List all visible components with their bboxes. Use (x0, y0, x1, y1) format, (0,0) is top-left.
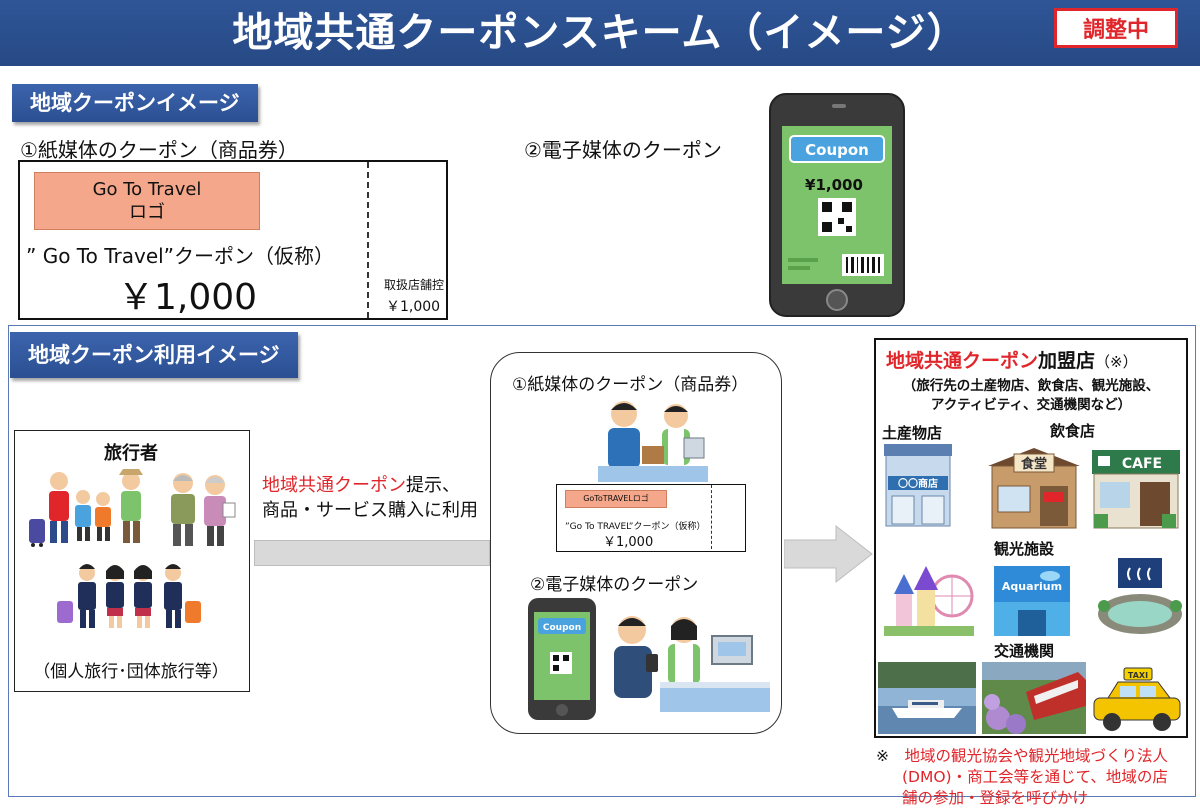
aquarium-icon: Aquarium (994, 566, 1070, 636)
title-banner (0, 0, 1200, 66)
status-badge: 調整中 (1054, 8, 1178, 48)
small-coupon-amount: ￥1,000 (603, 535, 654, 550)
phone-screen-amount: ¥1,000 (805, 176, 863, 194)
store-clerk-paper-illustration (598, 401, 708, 482)
hot-spring-icon (1098, 558, 1182, 634)
restaurant-sign: 食堂 (1021, 456, 1047, 472)
page-title: 地域共通クーポンスキーム（イメージ） (232, 10, 968, 56)
usage-paper-heading: ①紙媒体のクーポン（商品券） (512, 375, 749, 395)
student-group-travelers-icon (57, 564, 201, 628)
phone-screen-title: Coupon (805, 141, 869, 159)
cafe-icon: CAFE (1092, 450, 1180, 529)
category-transport: 交通機関 (994, 642, 1055, 660)
taxi-sign: TAXI (1128, 671, 1148, 680)
restaurant-icon: 食堂 (988, 448, 1080, 529)
smartphone-coupon-illustration: Coupon ¥1,000 (769, 93, 905, 317)
amusement-park-icon (884, 566, 974, 636)
coupon-name: ” Go To Travel”クーポン（仮称） (26, 244, 335, 268)
train-photo (982, 662, 1086, 734)
elderly-travelers-icon (171, 473, 236, 546)
digital-coupon-heading: ②電子媒体のクーポン (524, 138, 722, 162)
souvenir-shop-sign: 〇〇商店 (898, 477, 938, 490)
cafe-sign: CAFE (1122, 456, 1162, 472)
paper-coupon: Go To Travel ロゴ ” Go To Travel”クーポン（仮称） … (18, 160, 448, 320)
category-souvenir: 土産物店 (882, 424, 943, 442)
taxi-icon: TAXI (1093, 667, 1181, 731)
dmo-note: ※ 地域の観光協会や観光地域づくり法人 (DMO)・商工会等を通じて、地域の店 … (876, 747, 1169, 807)
usage-digital-heading: ②電子媒体のクーポン (530, 575, 699, 595)
category-restaurant: 飲食店 (1050, 422, 1096, 440)
section-label-coupon-image: 地域クーポンイメージ (12, 84, 258, 122)
travelers-illustration (29, 469, 236, 628)
souvenir-shop-icon: 〇〇商店 (884, 444, 952, 527)
stores-title: 地域共通クーポン加盟店（※） (886, 350, 1138, 372)
small-phone-screen-title: Coupon (543, 623, 581, 633)
flow-text: 地域共通クーポン提示、 商品・サービス購入に利用 (262, 475, 478, 521)
stub-amount: ￥1,000 (386, 299, 441, 315)
paper-coupon-heading: ①紙媒体のクーポン（商品券） (20, 138, 298, 162)
stub-label: 取扱店舗控 (384, 278, 445, 292)
stores-desc-line1: （旅行先の土産物店、飲食店、観光施設、 (902, 378, 1160, 394)
member-stores-box: 地域共通クーポン加盟店（※） （旅行先の土産物店、飲食店、観光施設、 アクティビ… (874, 338, 1188, 738)
stores-desc-line2: アクティビティ、交通機関など） (930, 397, 1132, 413)
section-label-usage-image: 地域クーポン利用イメージ (10, 332, 298, 378)
small-coupon-name: ”Go To TRAVEL”クーポン（仮称） (565, 522, 706, 532)
store-clerk-digital-illustration (614, 616, 770, 712)
coupon-logo-placeholder: Go To Travel ロゴ (34, 172, 260, 230)
ferry-boat-photo (878, 662, 976, 734)
category-tourism: 観光施設 (994, 540, 1055, 558)
traveler-caption: （個人旅行･団体旅行等） (33, 662, 229, 682)
flow-arrow-right-icon (784, 524, 873, 584)
traveler-title: 旅行者 (104, 443, 158, 464)
small-smartphone-illustration: Coupon (528, 598, 596, 720)
perforation-line (367, 162, 369, 318)
small-perforation-line (711, 485, 712, 549)
small-paper-coupon: GoToTRAVELロゴ ”Go To TRAVEL”クーポン（仮称） ￥1,0… (556, 484, 746, 552)
flow-text-highlight: 地域共通クーポン (262, 475, 406, 496)
family-travelers-icon (29, 469, 143, 547)
note-mark: ※ (876, 747, 889, 765)
small-coupon-logo: GoToTRAVELロゴ (565, 490, 667, 508)
coupon-types-panel (490, 352, 782, 734)
coupon-amount: ￥1,000 (118, 277, 258, 318)
flow-bar-left (254, 540, 490, 566)
traveler-box: 旅行者 （個人旅行･団体旅行等） (14, 430, 250, 692)
aquarium-sign: Aquarium (1002, 580, 1062, 593)
